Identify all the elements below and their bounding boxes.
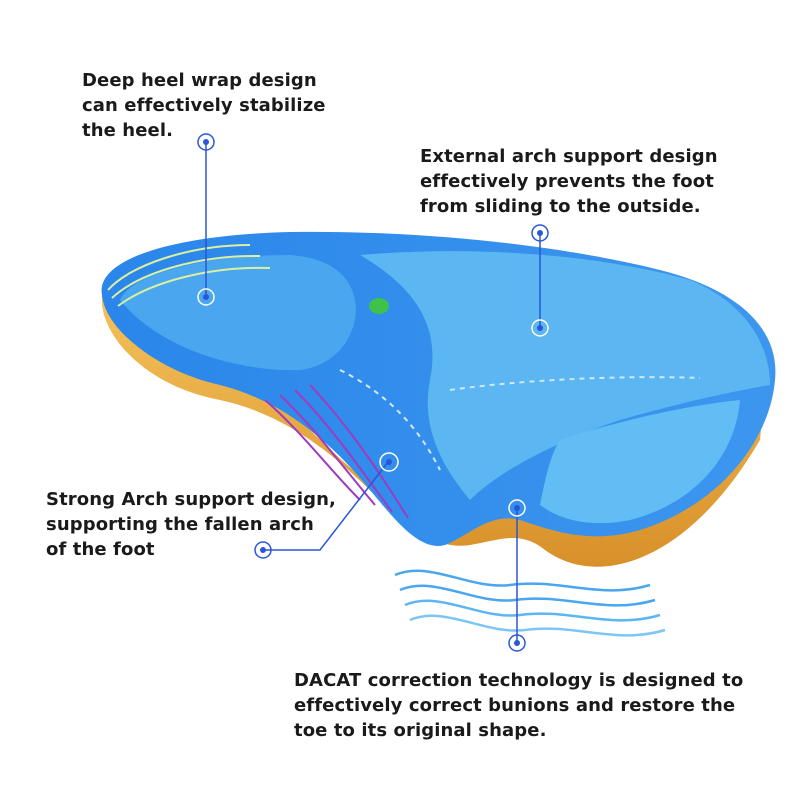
callout-dacat: DACAT correction technology is designed … — [294, 668, 743, 743]
marker-arch-point — [386, 459, 392, 465]
marker-heel-point — [203, 294, 209, 300]
heel-contour-line — [117, 266, 271, 307]
wave-line — [399, 584, 656, 607]
leader-line-arch — [263, 461, 389, 551]
marker-dacat-point — [508, 499, 526, 517]
callout-line: can effectively stabilize — [82, 95, 326, 116]
wave-line — [394, 569, 651, 592]
marker-external-top — [537, 230, 543, 236]
wave-line — [409, 614, 666, 637]
arch-support-line — [294, 389, 393, 513]
heel-contour-line — [111, 254, 261, 299]
callout-line: of the foot — [46, 539, 155, 560]
stitch-line-toe — [449, 376, 701, 391]
arch-support-line — [309, 384, 409, 519]
callout-line: supporting the fallen arch — [46, 514, 314, 535]
marker-external-point — [531, 319, 549, 337]
wave-line — [404, 599, 661, 622]
marker-dacat-point — [514, 505, 520, 511]
callout-line: Deep heel wrap design — [82, 70, 317, 91]
callout-line: from sliding to the outside. — [420, 196, 701, 217]
heel-cup-zone — [120, 255, 356, 371]
marker-dacat-bottom — [508, 634, 526, 652]
callout-line: Strong Arch support design, — [46, 489, 336, 510]
marker-heel-top — [203, 139, 209, 145]
marker-heel-top — [197, 133, 215, 151]
marker-arch-left — [254, 541, 272, 559]
callout-line: the heel. — [82, 120, 174, 141]
green-indicator-icon — [369, 298, 389, 314]
marker-arch-point — [379, 452, 399, 472]
callout-external-arch: External arch support design effectively… — [420, 144, 718, 219]
callout-line: toe to its original shape. — [294, 720, 547, 741]
marker-heel-point — [197, 288, 215, 306]
marker-dacat-bottom — [514, 640, 520, 646]
callout-heel-wrap: Deep heel wrap design can effectively st… — [82, 68, 326, 143]
marker-arch-left — [260, 547, 266, 553]
callout-line: DACAT correction technology is designed … — [294, 670, 744, 691]
marker-external-point — [537, 325, 543, 331]
callout-strong-arch: Strong Arch support design, supporting t… — [46, 487, 336, 562]
heel-contour-line — [107, 244, 251, 291]
callout-line: External arch support design — [420, 146, 718, 167]
callout-line: effectively correct bunions and restore … — [294, 695, 736, 716]
arch-support-line — [264, 399, 361, 501]
toe-light-zone — [540, 400, 740, 524]
arch-light-zone — [360, 251, 770, 500]
callout-line: effectively prevents the foot — [420, 171, 714, 192]
marker-external-top — [531, 224, 549, 242]
